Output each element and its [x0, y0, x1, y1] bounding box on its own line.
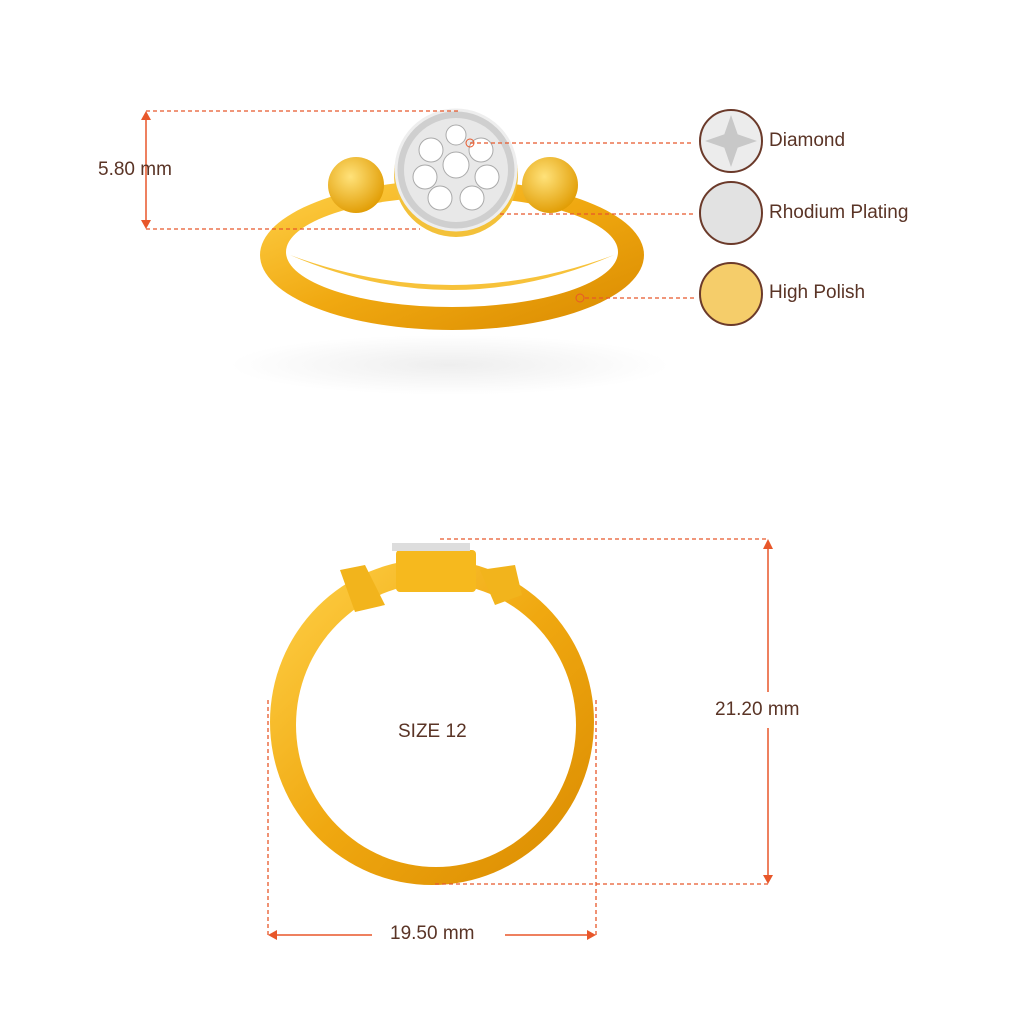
ring-shadow	[230, 335, 670, 395]
ring-size-label: SIZE 12	[398, 721, 467, 742]
front-dimension-lines	[267, 538, 768, 935]
ring-top-view	[260, 108, 644, 330]
front-height-label: 21.20 mm	[715, 699, 800, 720]
top-dimension-lines	[146, 110, 694, 299]
legend-label-diamond: Diamond	[769, 130, 846, 151]
front-width-label: 19.50 mm	[390, 923, 475, 944]
legend-label-high-polish: High Polish	[769, 282, 866, 303]
legend-label-rhodium: Rhodium Plating	[769, 202, 909, 223]
ring-front-view	[270, 543, 594, 885]
top-height-label: 5.80 mm	[98, 159, 172, 180]
high-polish-swatch-icon	[699, 262, 763, 326]
rhodium-swatch-icon	[699, 181, 763, 245]
